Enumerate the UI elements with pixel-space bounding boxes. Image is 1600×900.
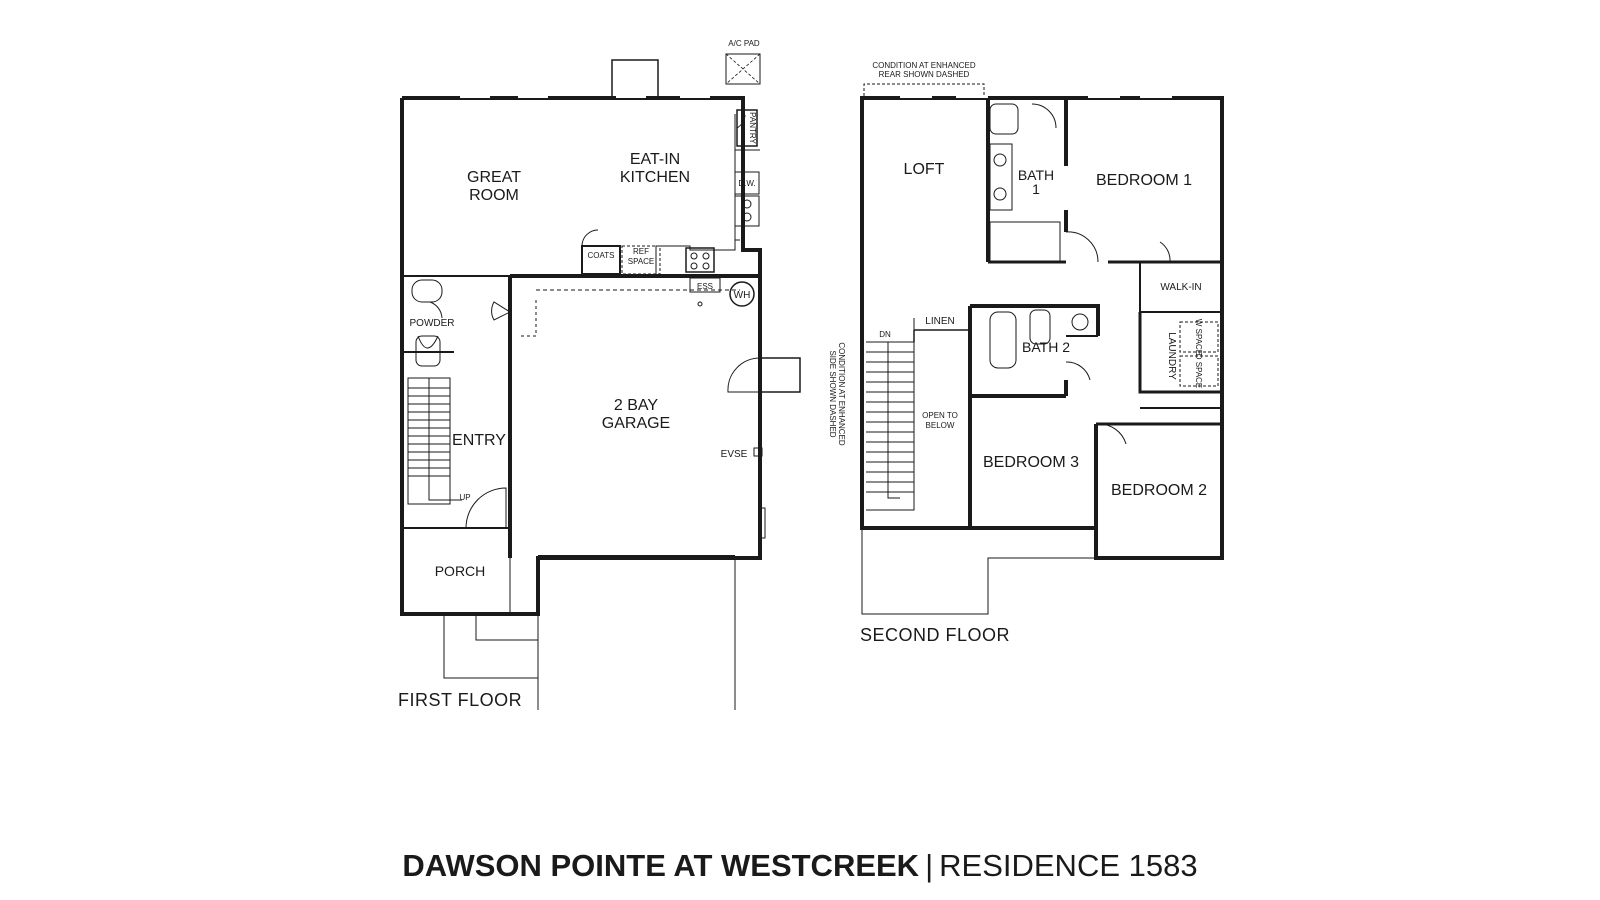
kitchen-label-line2: KITCHEN <box>620 169 690 186</box>
side-note-line1: CONDITION AT ENHANCED <box>837 342 846 445</box>
first-floor-label: FIRST FLOOR <box>398 690 522 710</box>
ess-label: ESS <box>697 282 713 291</box>
second-floor-plan <box>860 83 1224 615</box>
great-room-label-line2: ROOM <box>469 187 519 204</box>
bedroom2-label: BEDROOM 2 <box>1111 482 1207 499</box>
open-to-below-line2: BELOW <box>926 421 955 430</box>
dn-label: DN <box>879 330 891 339</box>
bedroom1-label: BEDROOM 1 <box>1096 172 1192 189</box>
walk-in-label: WALK-IN <box>1160 282 1201 293</box>
dryer-space-label: D SPACE <box>1194 354 1203 389</box>
linen-label: LINEN <box>925 316 954 327</box>
water-heater-label: WH <box>734 290 751 301</box>
ref-space-label-line1: REF <box>633 247 649 256</box>
garage-label-line2: GARAGE <box>602 415 670 432</box>
garage-label-line1: 2 BAY <box>614 397 659 414</box>
open-to-below-line1: OPEN TO <box>922 411 958 420</box>
plan-title: DAWSON POINTE AT WESTCREEK|RESIDENCE 158… <box>0 848 1600 884</box>
rear-note-line1: CONDITION AT ENHANCED <box>872 61 975 70</box>
dishwasher-label: D.W. <box>738 179 755 188</box>
entry-label: ENTRY <box>452 432 506 449</box>
coats-label: COATS <box>588 251 615 260</box>
ref-space-label-line2: SPACE <box>628 257 655 266</box>
laundry-label: LAUNDRY <box>1166 332 1177 380</box>
first-floor-plan <box>400 53 801 710</box>
pantry-label: PANTRY <box>748 112 757 144</box>
bedroom3-label: BEDROOM 3 <box>983 454 1079 471</box>
residence-name: RESIDENCE 1583 <box>939 848 1198 883</box>
porch-label: PORCH <box>435 563 486 579</box>
great-room-label-line1: GREAT <box>467 169 521 186</box>
bath1-label-line2: 1 <box>1032 181 1040 197</box>
rear-note-line2: REAR SHOWN DASHED <box>879 70 970 79</box>
second-floor-labels: CONDITION AT ENHANCED REAR SHOWN DASHED … <box>828 61 1207 645</box>
side-note-line2: SIDE SHOWN DASHED <box>828 350 837 437</box>
washer-space-label: W SPACE <box>1194 319 1203 355</box>
bath1-label-line1: BATH <box>1018 167 1054 183</box>
evse-label: EVSE <box>721 449 748 460</box>
first-floor-labels: A/C PAD GREAT ROOM EAT-IN KITCHEN PANTRY… <box>398 39 760 710</box>
loft-label: LOFT <box>904 161 945 178</box>
bath2-label: BATH 2 <box>1022 339 1070 355</box>
title-separator: | <box>925 848 934 883</box>
up-label: UP <box>459 493 470 502</box>
kitchen-label-line1: EAT-IN <box>630 151 680 168</box>
second-floor-label: SECOND FLOOR <box>860 625 1010 645</box>
community-name: DAWSON POINTE AT WESTCREEK <box>402 848 920 883</box>
powder-label: POWDER <box>410 318 455 329</box>
ac-pad-label: A/C PAD <box>728 39 760 48</box>
